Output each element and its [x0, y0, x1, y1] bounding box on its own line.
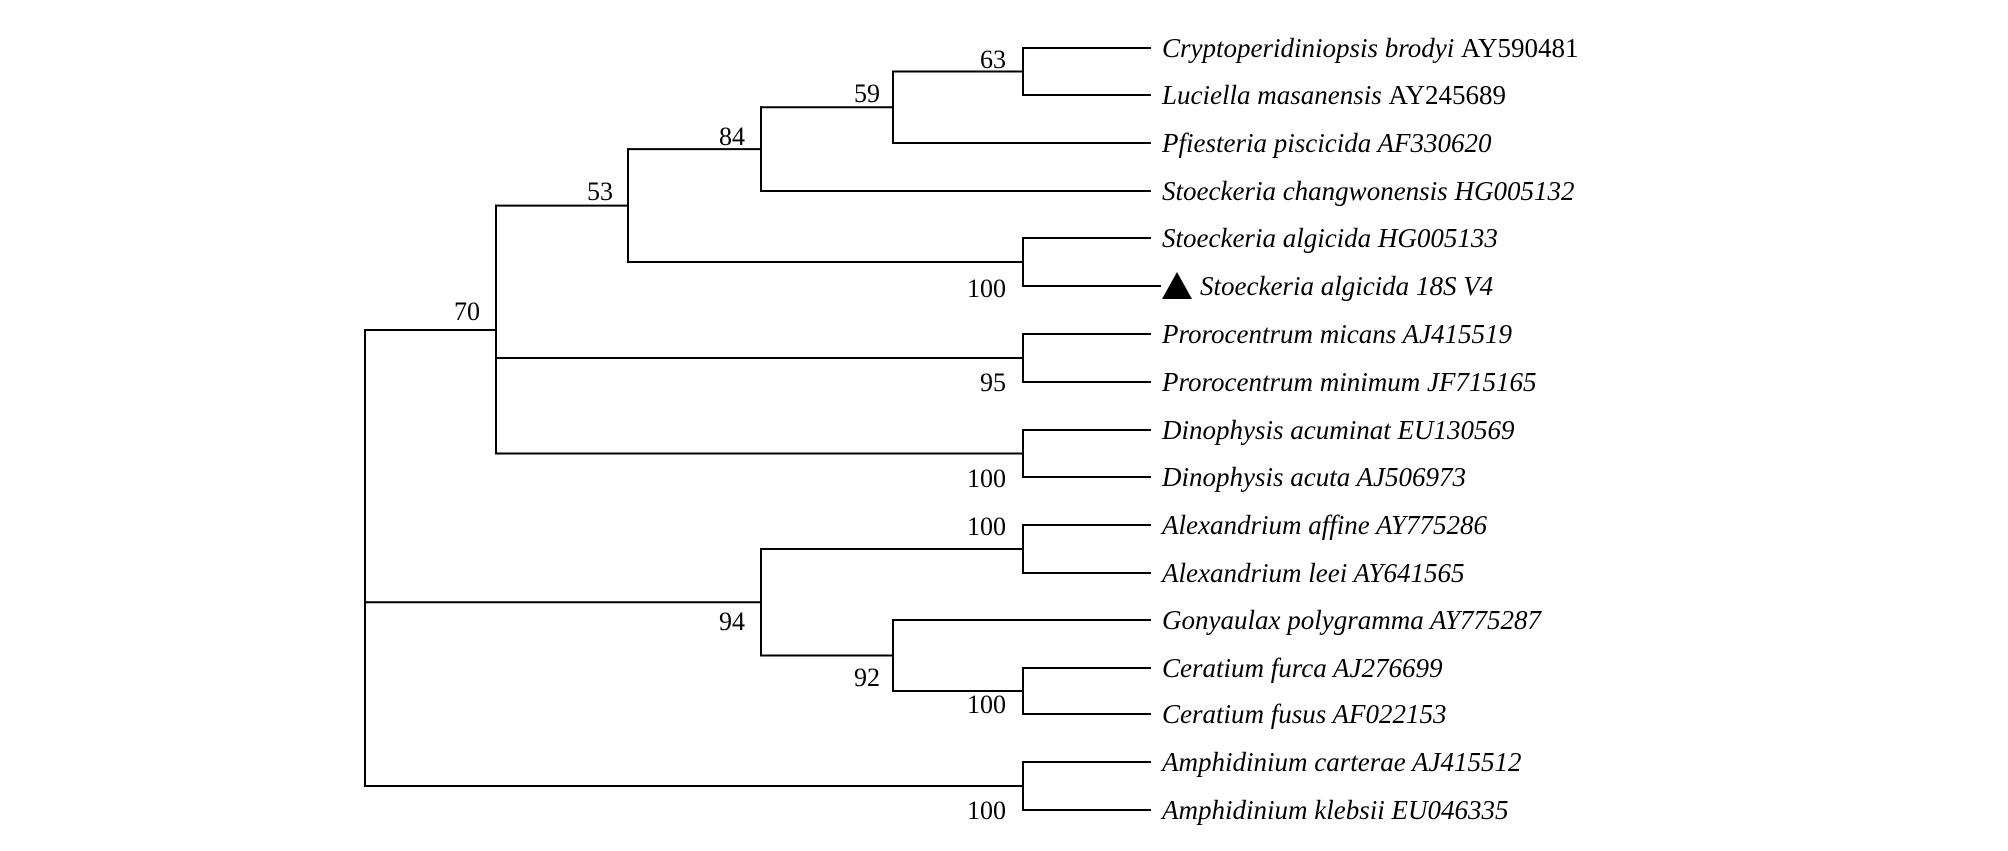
taxon-name: Dinophysis acuminat — [1161, 415, 1398, 445]
support-value: 53 — [587, 177, 613, 206]
accession-number: HG005132 — [1453, 176, 1574, 206]
support-value: 100 — [967, 274, 1006, 303]
support-value: 70 — [454, 297, 480, 326]
taxon-name: Cryptoperidiniopsis brodyi — [1162, 33, 1461, 63]
filled-triangle-icon — [1162, 272, 1192, 299]
taxon-label: Prorocentrum minimum JF715165 — [1161, 367, 1536, 397]
accession-number: AF022153 — [1331, 699, 1447, 729]
accession-number: AJ506973 — [1355, 462, 1466, 492]
taxon-label: Pfiesteria piscicida AF330620 — [1161, 128, 1492, 158]
taxon-name: Stoeckeria algicida — [1162, 223, 1378, 253]
accession-number: EU130569 — [1397, 415, 1515, 445]
taxon-label: Stoeckeria algicida 18S V4 — [1200, 271, 1493, 301]
taxon-label: Dinophysis acuta AJ506973 — [1161, 462, 1466, 492]
taxon-name: Luciella masanensis — [1161, 80, 1389, 110]
taxon-label: Prorocentrum micans AJ415519 — [1161, 319, 1512, 349]
support-value: 100 — [967, 464, 1006, 493]
taxon-label: Cryptoperidiniopsis brodyi AY590481 — [1162, 33, 1579, 63]
taxon-name: Ceratium fusus — [1162, 699, 1333, 729]
taxon-label: Gonyaulax polygramma AY775287 — [1162, 605, 1543, 635]
support-value: 94 — [719, 607, 745, 636]
accession-number: AY245689 — [1389, 80, 1507, 110]
taxon-label: Luciella masanensis AY245689 — [1161, 80, 1506, 110]
taxon-name: Gonyaulax polygramma — [1162, 605, 1430, 635]
taxon-label: Ceratium fusus AF022153 — [1162, 699, 1447, 729]
support-value: 95 — [980, 368, 1006, 397]
taxon-name: Alexandrium affine — [1160, 510, 1376, 540]
taxon-name: Pfiesteria piscicida — [1161, 128, 1377, 158]
taxon-name: Stoeckeria algicida — [1200, 271, 1416, 301]
taxon-name: Amphidinium klebsii — [1160, 795, 1391, 825]
tree-branches — [364, 47, 1161, 811]
accession-number: EU046335 — [1390, 795, 1508, 825]
taxon-name: Prorocentrum micans — [1161, 319, 1402, 349]
accession-number: AY590481 — [1461, 33, 1579, 63]
support-value: 100 — [967, 796, 1006, 825]
support-value: 84 — [719, 122, 745, 151]
taxon-name: Alexandrium leei — [1160, 558, 1353, 588]
support-value: 100 — [967, 512, 1006, 541]
taxon-name: Amphidinium carterae — [1160, 747, 1412, 777]
support-value: 92 — [854, 663, 880, 692]
taxon-name: Prorocentrum minimum — [1161, 367, 1427, 397]
accession-number: AY775286 — [1374, 510, 1488, 540]
taxon-name: Dinophysis acuta — [1161, 462, 1357, 492]
taxon-label: Dinophysis acuminat EU130569 — [1161, 415, 1515, 445]
bootstrap-support-values: 63 59 84 53 100 70 95 100 100 92 94 100 100 — [454, 45, 1006, 825]
support-value: 59 — [854, 79, 880, 108]
taxon-name: Ceratium furca — [1162, 653, 1333, 683]
accession-number: 18S V4 — [1416, 271, 1493, 301]
taxon-label: Ceratium furca AJ276699 — [1162, 653, 1443, 683]
taxon-labels: Cryptoperidiniopsis brodyi AY590481Lucie… — [1160, 33, 1579, 825]
support-value: 63 — [980, 45, 1006, 74]
accession-number: AJ276699 — [1331, 653, 1443, 683]
taxon-label: Alexandrium leei AY641565 — [1160, 558, 1464, 588]
taxon-label: Amphidinium carterae AJ415512 — [1160, 747, 1521, 777]
taxon-name: Stoeckeria changwonensis — [1162, 176, 1454, 206]
accession-number: HG005133 — [1377, 223, 1498, 253]
accession-number: JF715165 — [1427, 367, 1536, 397]
taxon-label: Alexandrium affine AY775286 — [1160, 510, 1488, 540]
taxon-label: Stoeckeria changwonensis HG005132 — [1162, 176, 1574, 206]
accession-number: AY641565 — [1351, 558, 1464, 588]
accession-number: AJ415512 — [1410, 747, 1521, 777]
accession-number: AF330620 — [1375, 128, 1491, 158]
accession-number: AY775287 — [1428, 605, 1543, 635]
taxon-label: Amphidinium klebsii EU046335 — [1160, 795, 1508, 825]
support-value: 100 — [967, 690, 1006, 719]
taxon-label: Stoeckeria algicida HG005133 — [1162, 223, 1498, 253]
accession-number: AJ415519 — [1400, 319, 1512, 349]
